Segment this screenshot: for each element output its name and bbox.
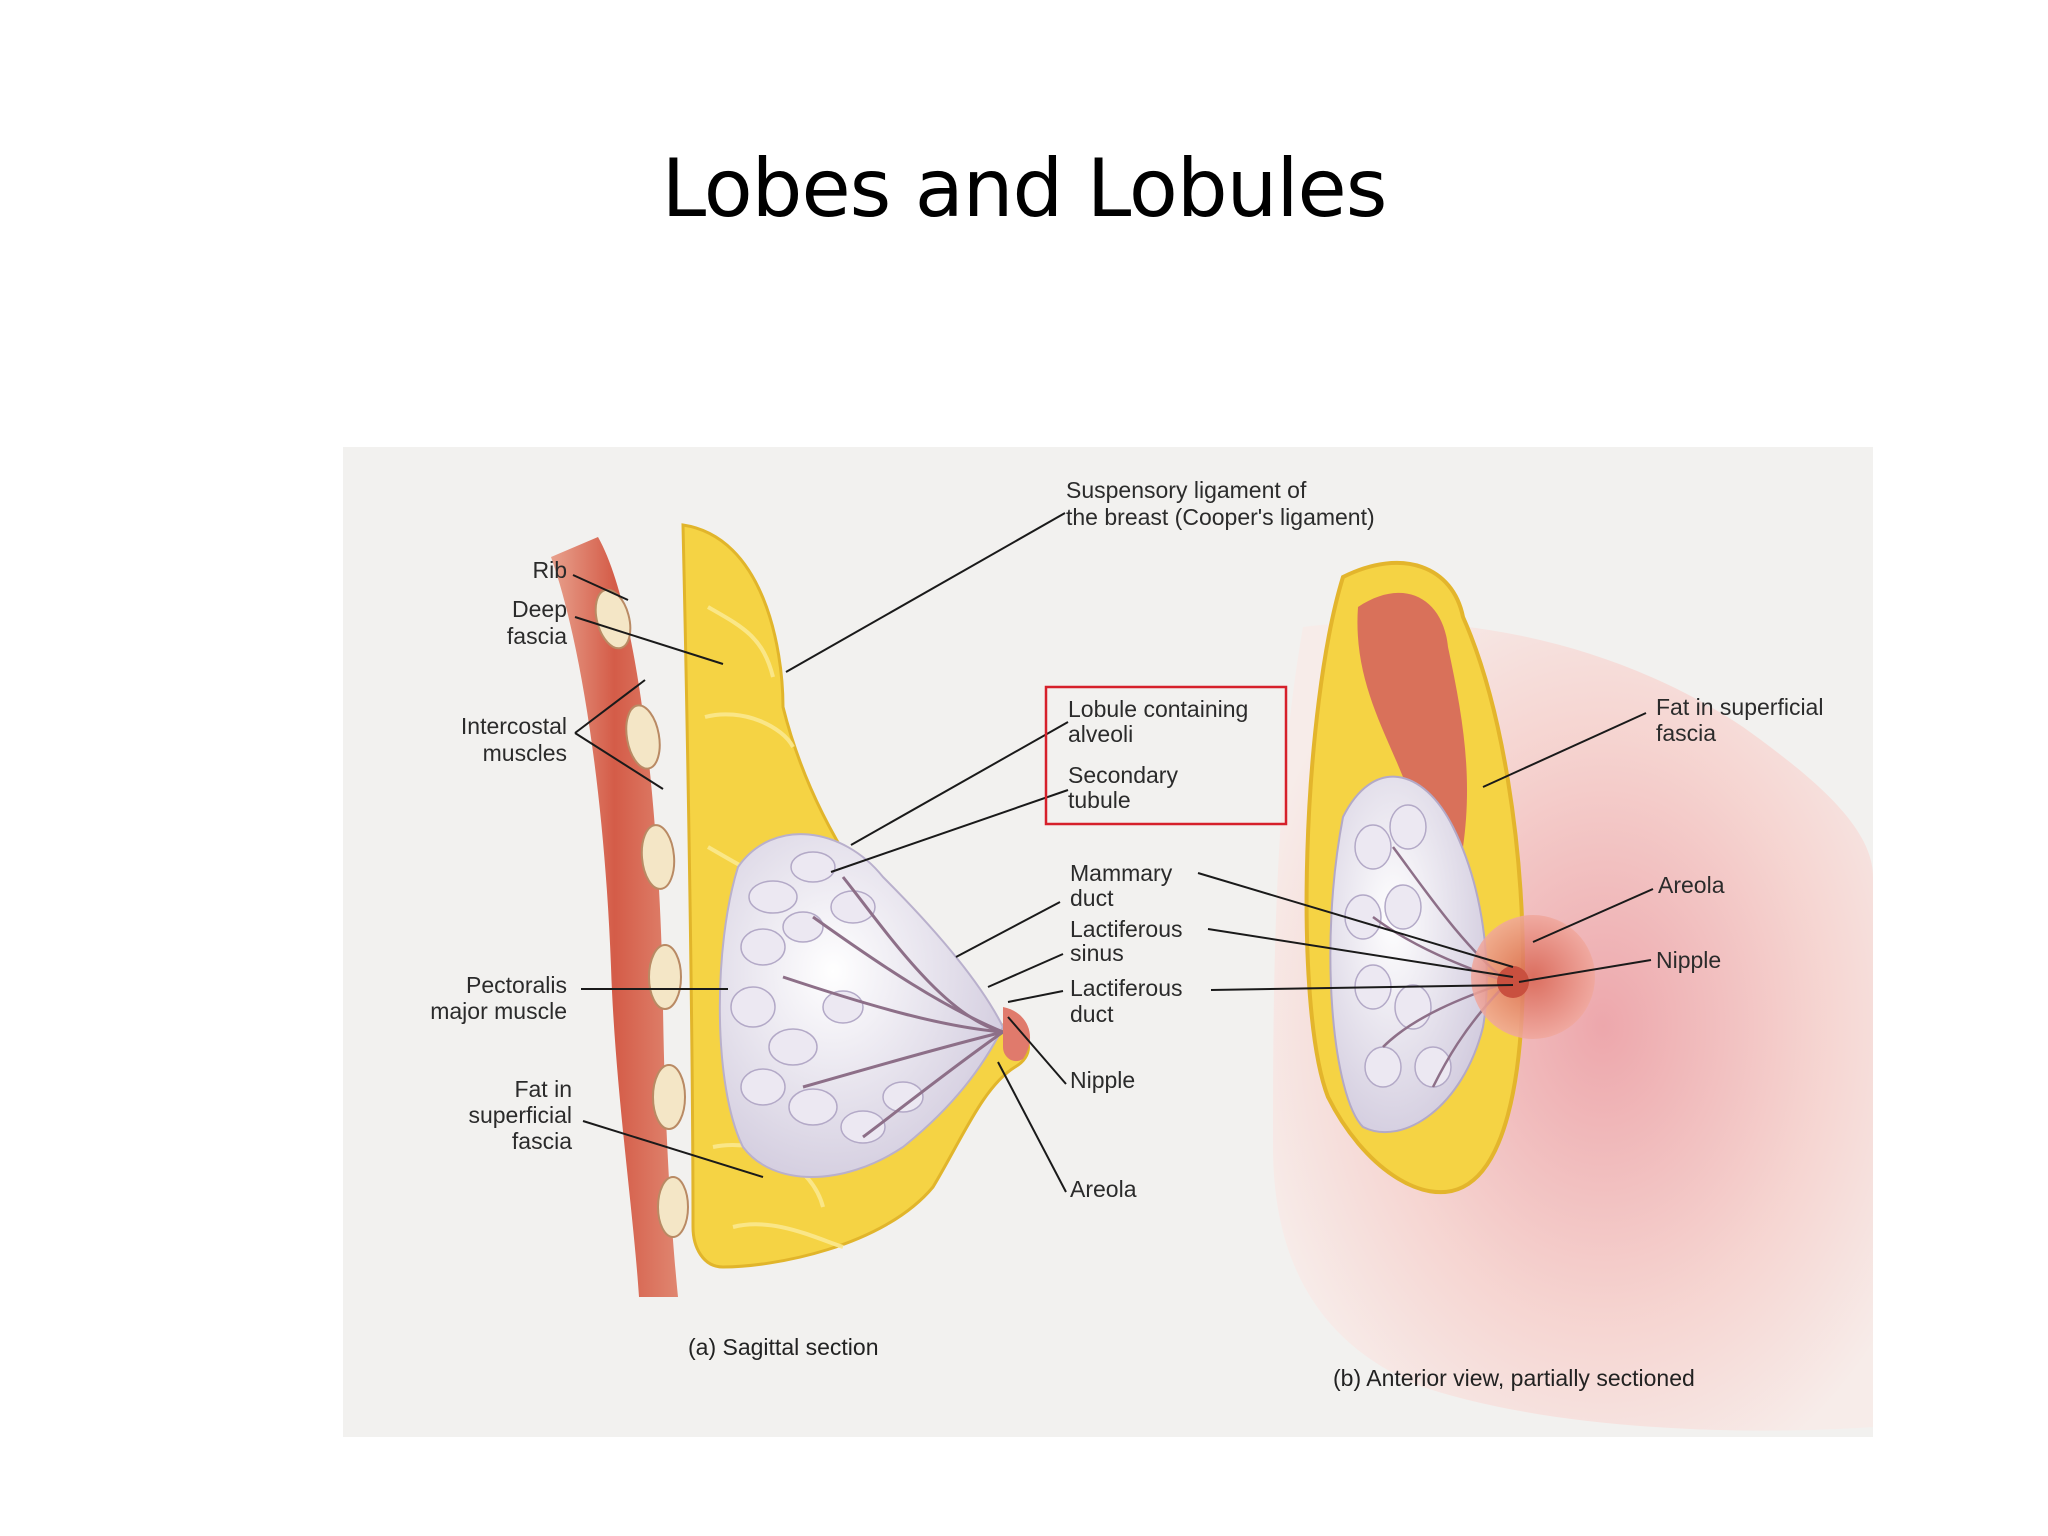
- label-mammary-duct-2: duct: [1070, 885, 1114, 911]
- label-fat-a-3: fascia: [512, 1128, 572, 1154]
- label-fat-b-2: fascia: [1656, 720, 1716, 746]
- label-pectoralis-1: Pectoralis: [466, 972, 567, 998]
- label-deep-fascia-1: Deep: [512, 596, 567, 622]
- label-lactiferous-sinus-2: sinus: [1070, 940, 1124, 966]
- label-lobule-1: Lobule containing: [1068, 696, 1248, 722]
- label-intercostal-2: muscles: [483, 740, 567, 766]
- sagittal-section-drawing: [551, 523, 1031, 1297]
- label-lactiferous-duct-2: duct: [1070, 1001, 1114, 1027]
- label-areola-a: Areola: [1070, 1176, 1137, 1202]
- leader-lines: [572, 512, 1654, 1193]
- label-lobule-2: alveoli: [1068, 721, 1133, 747]
- label-areola-b: Areola: [1658, 872, 1725, 898]
- slide-title: Lobes and Lobules: [661, 142, 1388, 235]
- label-fat-a-2: superficial: [468, 1102, 572, 1128]
- label-secondary-tubule-2: tubule: [1068, 787, 1131, 813]
- anatomy-figure: Rib Deep fascia Intercostal muscles Pect…: [343, 447, 1873, 1437]
- label-deep-fascia-2: fascia: [507, 623, 567, 649]
- label-lactiferous-duct-1: Lactiferous: [1070, 975, 1183, 1001]
- label-intercostal-1: Intercostal: [461, 713, 567, 739]
- label-nipple-b: Nipple: [1656, 947, 1721, 973]
- caption-anterior: (b) Anterior view, partially sectioned: [1333, 1365, 1695, 1391]
- label-fat-b-1: Fat in superficial: [1656, 694, 1823, 720]
- label-mammary-duct-1: Mammary: [1070, 860, 1173, 886]
- label-fat-a-1: Fat in: [514, 1076, 572, 1102]
- label-lactiferous-sinus-1: Lactiferous: [1070, 916, 1183, 942]
- anterior-view-drawing: [1273, 561, 1873, 1431]
- label-rib: Rib: [532, 557, 567, 583]
- label-nipple-a: Nipple: [1070, 1067, 1135, 1093]
- caption-sagittal: (a) Sagittal section: [688, 1334, 878, 1360]
- anatomy-illustration: Rib Deep fascia Intercostal muscles Pect…: [430, 477, 1873, 1431]
- label-pectoralis-2: major muscle: [430, 998, 567, 1024]
- label-suspensory-1: Suspensory ligament of: [1066, 477, 1307, 503]
- label-suspensory-2: the breast (Cooper's ligament): [1066, 504, 1375, 530]
- highlight-box: [1044, 685, 1288, 826]
- label-secondary-tubule-1: Secondary: [1068, 762, 1178, 788]
